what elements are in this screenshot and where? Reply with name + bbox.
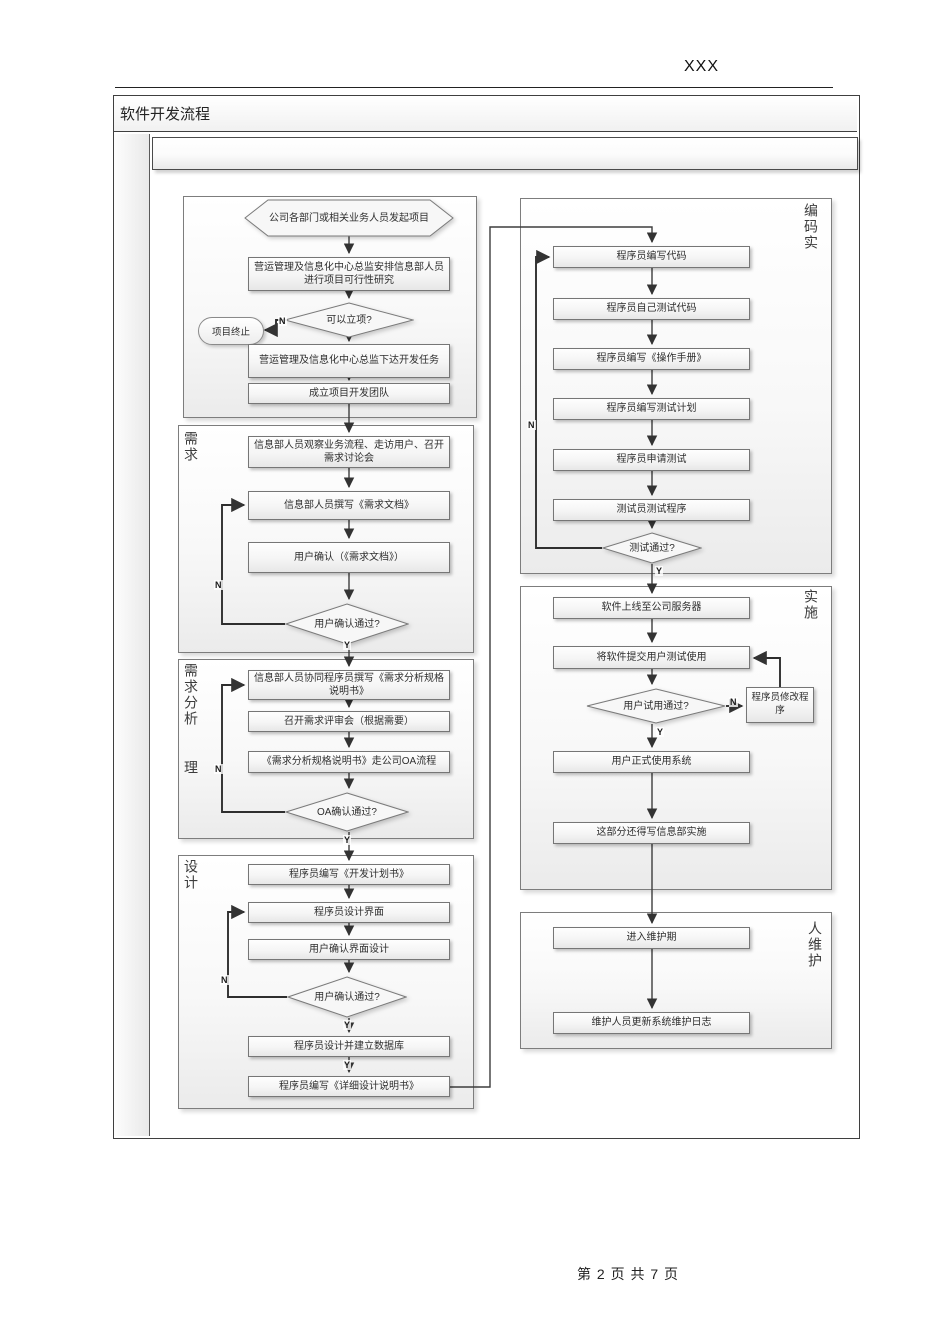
branch-no-design: N <box>220 975 229 985</box>
node-review-meeting: 召开需求评审会（根据需要） <box>248 711 450 732</box>
document-title: 软件开发流程 <box>114 96 857 132</box>
node-update-log: 维护人员更新系统维护日志 <box>553 1012 750 1034</box>
decision-test-pass: 测试通过? <box>602 532 702 564</box>
node-deployment-note: 这部分还得写信息部实施 <box>553 822 750 844</box>
node-tester-test: 测试员测试程序 <box>553 499 750 521</box>
node-go-online: 软件上线至公司服务器 <box>553 597 750 619</box>
node-form-team: 成立项目开发团队 <box>248 383 450 404</box>
branch-yes-analysis: Y <box>343 835 352 845</box>
node-detail-spec: 程序员编写《详细设计说明书》 <box>248 1076 450 1097</box>
node-design-ui: 程序员设计界面 <box>248 902 450 923</box>
node-submit-trial: 将软件提交用户测试使用 <box>553 646 750 669</box>
label-analysis: 需求分析 <box>183 663 199 727</box>
node-test-plan: 程序员编写测试计划 <box>553 398 750 420</box>
inner-header-bar <box>152 137 858 170</box>
header-rule <box>115 87 833 88</box>
branch-yes-coding: Y <box>655 566 664 576</box>
node-write-requirement-doc: 信息部人员撰写《需求文档》 <box>248 491 450 520</box>
decision-approve-project: 可以立项? <box>284 302 414 338</box>
branch-yes-design: Y <box>343 1020 352 1030</box>
node-terminate: 项目终止 <box>198 317 264 345</box>
branch-no-requirements: N <box>214 580 223 590</box>
page-number: 第 2 页 共 7 页 <box>577 1266 680 1282</box>
decision-user-confirm: 用户确认通过? <box>285 603 409 645</box>
node-feasibility: 营运管理及信息化中心总监安排信息部人员进行项目可行性研究 <box>248 257 450 291</box>
label-analysis-tail: 理 <box>183 760 199 776</box>
label-coding: 编码实 <box>803 203 819 251</box>
page-header-text: XXX <box>684 58 720 75</box>
branch-no-initiation: N <box>278 316 287 326</box>
node-oa-flow: 《需求分析规格说明书》走公司OA流程 <box>248 751 450 773</box>
node-build-database: 程序员设计并建立数据库 <box>248 1036 450 1057</box>
decision-ui-confirm: 用户确认通过? <box>287 976 407 1018</box>
node-write-code: 程序员编写代码 <box>553 246 750 268</box>
node-user-confirm-doc: 用户确认（《需求文档》） <box>248 542 450 573</box>
group-deployment <box>520 586 832 890</box>
branch-yes-database: Y <box>343 1060 352 1070</box>
node-fix-program: 程序员修改程序 <box>746 687 814 723</box>
node-write-spec: 信息部人员协同程序员撰写《需求分析规格说明书》 <box>248 670 450 700</box>
left-margin-cell <box>114 134 150 1136</box>
node-dev-plan: 程序员编写《开发计划书》 <box>248 864 450 885</box>
node-confirm-ui: 用户确认界面设计 <box>248 939 450 960</box>
node-enter-maintenance: 进入维护期 <box>553 927 750 949</box>
decision-trial-pass: 用户试用通过? <box>586 688 726 724</box>
label-design: 设计 <box>183 859 199 891</box>
node-apply-test: 程序员申请测试 <box>553 449 750 471</box>
node-write-manual: 程序员编写《操作手册》 <box>553 348 750 370</box>
branch-no-deployment: N <box>729 697 738 707</box>
node-official-use: 用户正式使用系统 <box>553 751 750 773</box>
branch-yes-deployment: Y <box>656 727 665 737</box>
label-deployment: 实施 <box>803 589 819 621</box>
label-maintenance: 人维护 <box>807 921 823 969</box>
label-requirements: 需求 <box>183 431 199 463</box>
branch-yes-requirements: Y <box>343 640 352 650</box>
decision-oa-confirm: OA确认通过? <box>285 792 409 832</box>
node-self-test: 程序员自己测试代码 <box>553 298 750 320</box>
node-assign-task: 营运管理及信息化中心总监下达开发任务 <box>248 344 450 378</box>
branch-no-analysis: N <box>214 764 223 774</box>
branch-no-coding: N <box>527 420 536 430</box>
node-observe: 信息部人员观察业务流程、走访用户、召开需求讨论会 <box>248 436 450 468</box>
node-start: 公司各部门或相关业务人员发起项目 <box>244 199 454 237</box>
